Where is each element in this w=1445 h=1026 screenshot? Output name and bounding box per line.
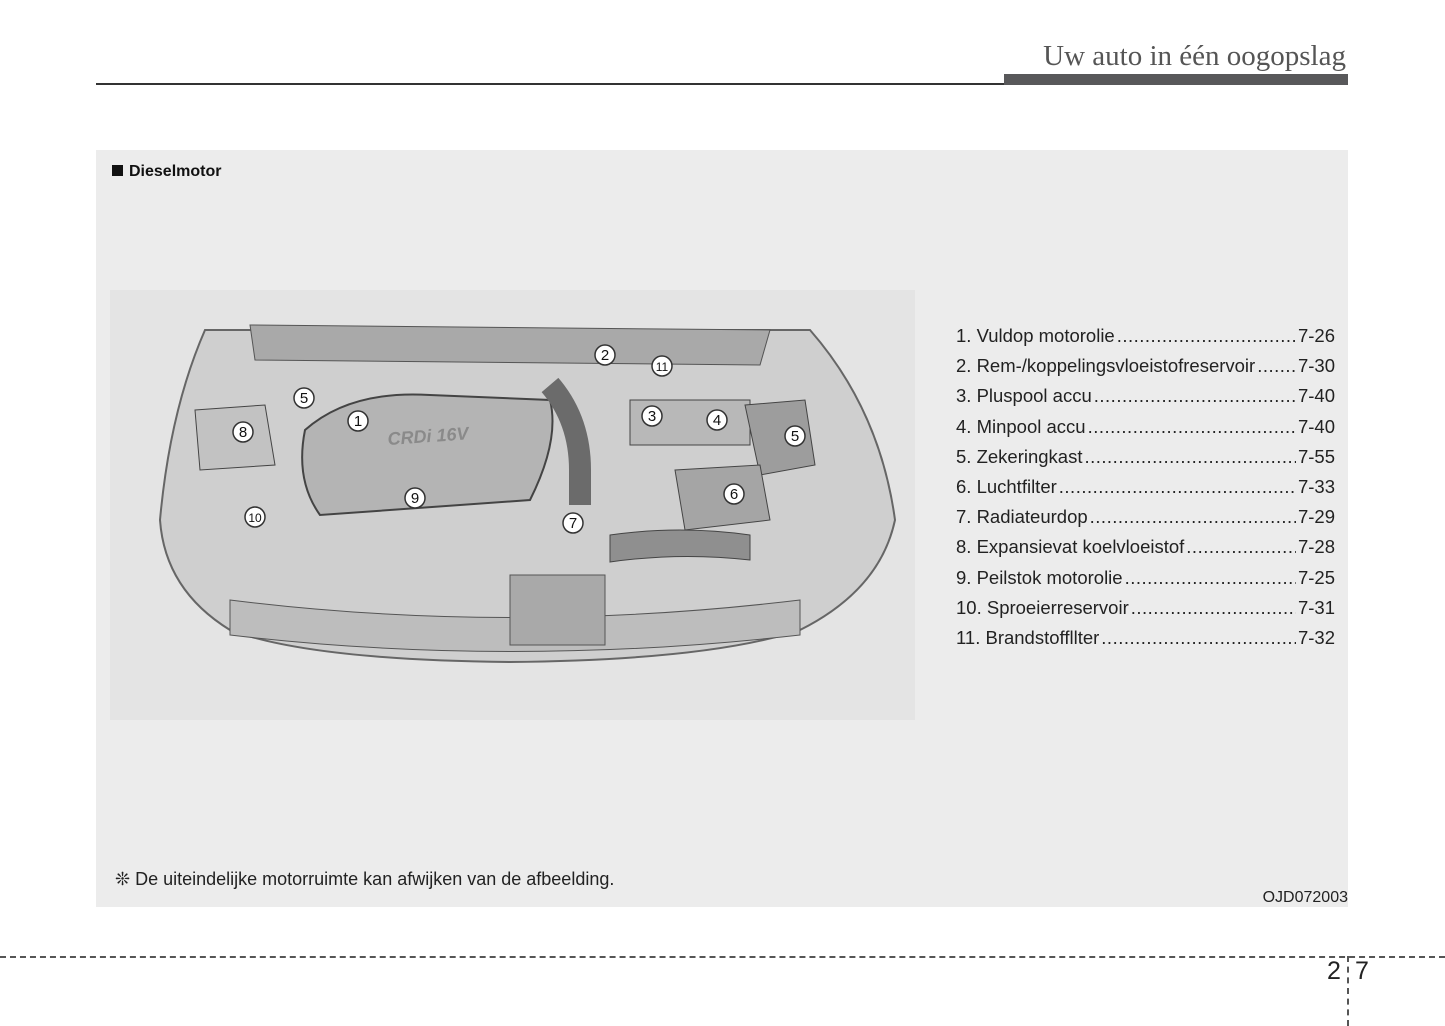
- callout-5-right: 5: [784, 425, 806, 447]
- legend-item-label: 10. Sproeierreservoir: [956, 596, 1129, 618]
- page-header-title: Uw auto in één oogopslag: [1043, 40, 1346, 72]
- legend-item-label: 11. Brandstoffllter: [956, 626, 1100, 648]
- leader-dots: [1101, 626, 1296, 656]
- legend-item-page: 7-40: [1297, 415, 1335, 437]
- legend-item-label: 2. Rem-/koppelingsvloeistofreservoir: [956, 355, 1256, 377]
- legend-item-page: 7-31: [1297, 596, 1335, 618]
- legend-item: 9. Peilstok motorolie 7-25: [956, 566, 1335, 596]
- svg-text:8: 8: [239, 424, 247, 441]
- legend-item: 3. Pluspool accu 7-40: [956, 384, 1335, 414]
- engine-compartment-illustration: CRDi 16V 1 2 11 3 4 5 5 8 9: [110, 290, 915, 720]
- legend-item-label: 5. Zekeringkast: [956, 445, 1083, 467]
- leader-dots: [1131, 596, 1296, 626]
- svg-text:5: 5: [300, 390, 308, 407]
- legend-item-page: 7-25: [1297, 566, 1335, 588]
- footer-dashed-rule: [0, 956, 1445, 958]
- leader-dots: [1088, 415, 1296, 445]
- legend-item: 2. Rem-/koppelingsvloeistofreservoir 7-30: [956, 354, 1335, 384]
- leader-dots: [1084, 445, 1295, 475]
- header-bar: [1004, 74, 1348, 85]
- legend-item: 1. Vuldop motorolie 7-26: [956, 324, 1335, 354]
- svg-text:6: 6: [730, 486, 738, 503]
- svg-text:7: 7: [569, 515, 577, 532]
- legend-item-page: 7-32: [1297, 626, 1335, 648]
- illustration-note: ❊ De uiteindelijke motorruimte kan afwij…: [115, 869, 615, 889]
- svg-text:1: 1: [354, 413, 362, 430]
- svg-text:10: 10: [248, 511, 262, 525]
- legend-item-label: 8. Expansievat koelvloeistof: [956, 536, 1185, 558]
- leader-dots: [1094, 384, 1296, 414]
- callout-8: 8: [232, 421, 254, 443]
- legend-item-page: 7-33: [1297, 475, 1335, 497]
- callout-11: 11: [651, 355, 673, 377]
- callout-7: 7: [562, 512, 584, 534]
- section-title-text: Dieselmotor: [129, 163, 222, 180]
- leader-dots: [1125, 566, 1296, 596]
- callout-1: 1: [347, 410, 369, 432]
- callout-4: 4: [706, 409, 728, 431]
- leader-dots: [1117, 324, 1296, 354]
- svg-text:4: 4: [713, 412, 721, 429]
- legend-item-label: 7. Radiateurdop: [956, 506, 1088, 528]
- legend-item: 8. Expansievat koelvloeistof 7-28: [956, 535, 1335, 565]
- legend-item-page: 7-40: [1297, 385, 1335, 407]
- svg-text:9: 9: [411, 490, 419, 507]
- legend-item-label: 4. Minpool accu: [956, 415, 1086, 437]
- leader-dots: [1186, 535, 1296, 565]
- legend-item: 6. Luchtfilter 7-33: [956, 475, 1335, 505]
- leader-dots: [1257, 354, 1296, 384]
- callout-5-left: 5: [293, 387, 315, 409]
- svg-text:3: 3: [648, 408, 656, 425]
- legend-item-page: 7-55: [1297, 445, 1335, 467]
- legend-item: 4. Minpool accu 7-40: [956, 415, 1335, 445]
- svg-text:11: 11: [656, 360, 669, 374]
- chapter-number: 2: [1327, 957, 1341, 985]
- callout-9: 9: [404, 487, 426, 509]
- legend-item-page: 7-29: [1297, 506, 1335, 528]
- legend-item: 7. Radiateurdop 7-29: [956, 505, 1335, 535]
- legend-item: 5. Zekeringkast 7-55: [956, 445, 1335, 475]
- footer-vertical-divider: [1347, 956, 1349, 1026]
- leader-dots: [1059, 475, 1296, 505]
- legend-item-label: 6. Luchtfilter: [956, 475, 1057, 497]
- legend-item-label: 9. Peilstok motorolie: [956, 566, 1123, 588]
- header-rule: [96, 83, 1006, 85]
- section-title: Dieselmotor: [112, 163, 221, 181]
- component-legend: 1. Vuldop motorolie 7-26 2. Rem-/koppeling…: [956, 324, 1335, 656]
- callout-2: 2: [594, 344, 616, 366]
- callout-10: 10: [244, 506, 266, 528]
- leader-dots: [1090, 505, 1296, 535]
- legend-item-page: 7-28: [1297, 536, 1335, 558]
- legend-item: 11. Brandstoffllter 7-32: [956, 626, 1335, 656]
- square-bullet-icon: [112, 165, 123, 176]
- page-number: 7: [1355, 957, 1369, 985]
- svg-text:2: 2: [601, 347, 609, 364]
- legend-item-label: 3. Pluspool accu: [956, 385, 1092, 407]
- image-code: OJD072003: [1262, 889, 1348, 906]
- legend-item-page: 7-30: [1297, 355, 1335, 377]
- legend-item: 10. Sproeierreservoir 7-31: [956, 596, 1335, 626]
- legend-item-page: 7-26: [1297, 325, 1335, 346]
- callout-3: 3: [641, 405, 663, 427]
- svg-text:5: 5: [791, 428, 799, 445]
- callout-6: 6: [723, 483, 745, 505]
- legend-item-label: 1. Vuldop motorolie: [956, 325, 1115, 346]
